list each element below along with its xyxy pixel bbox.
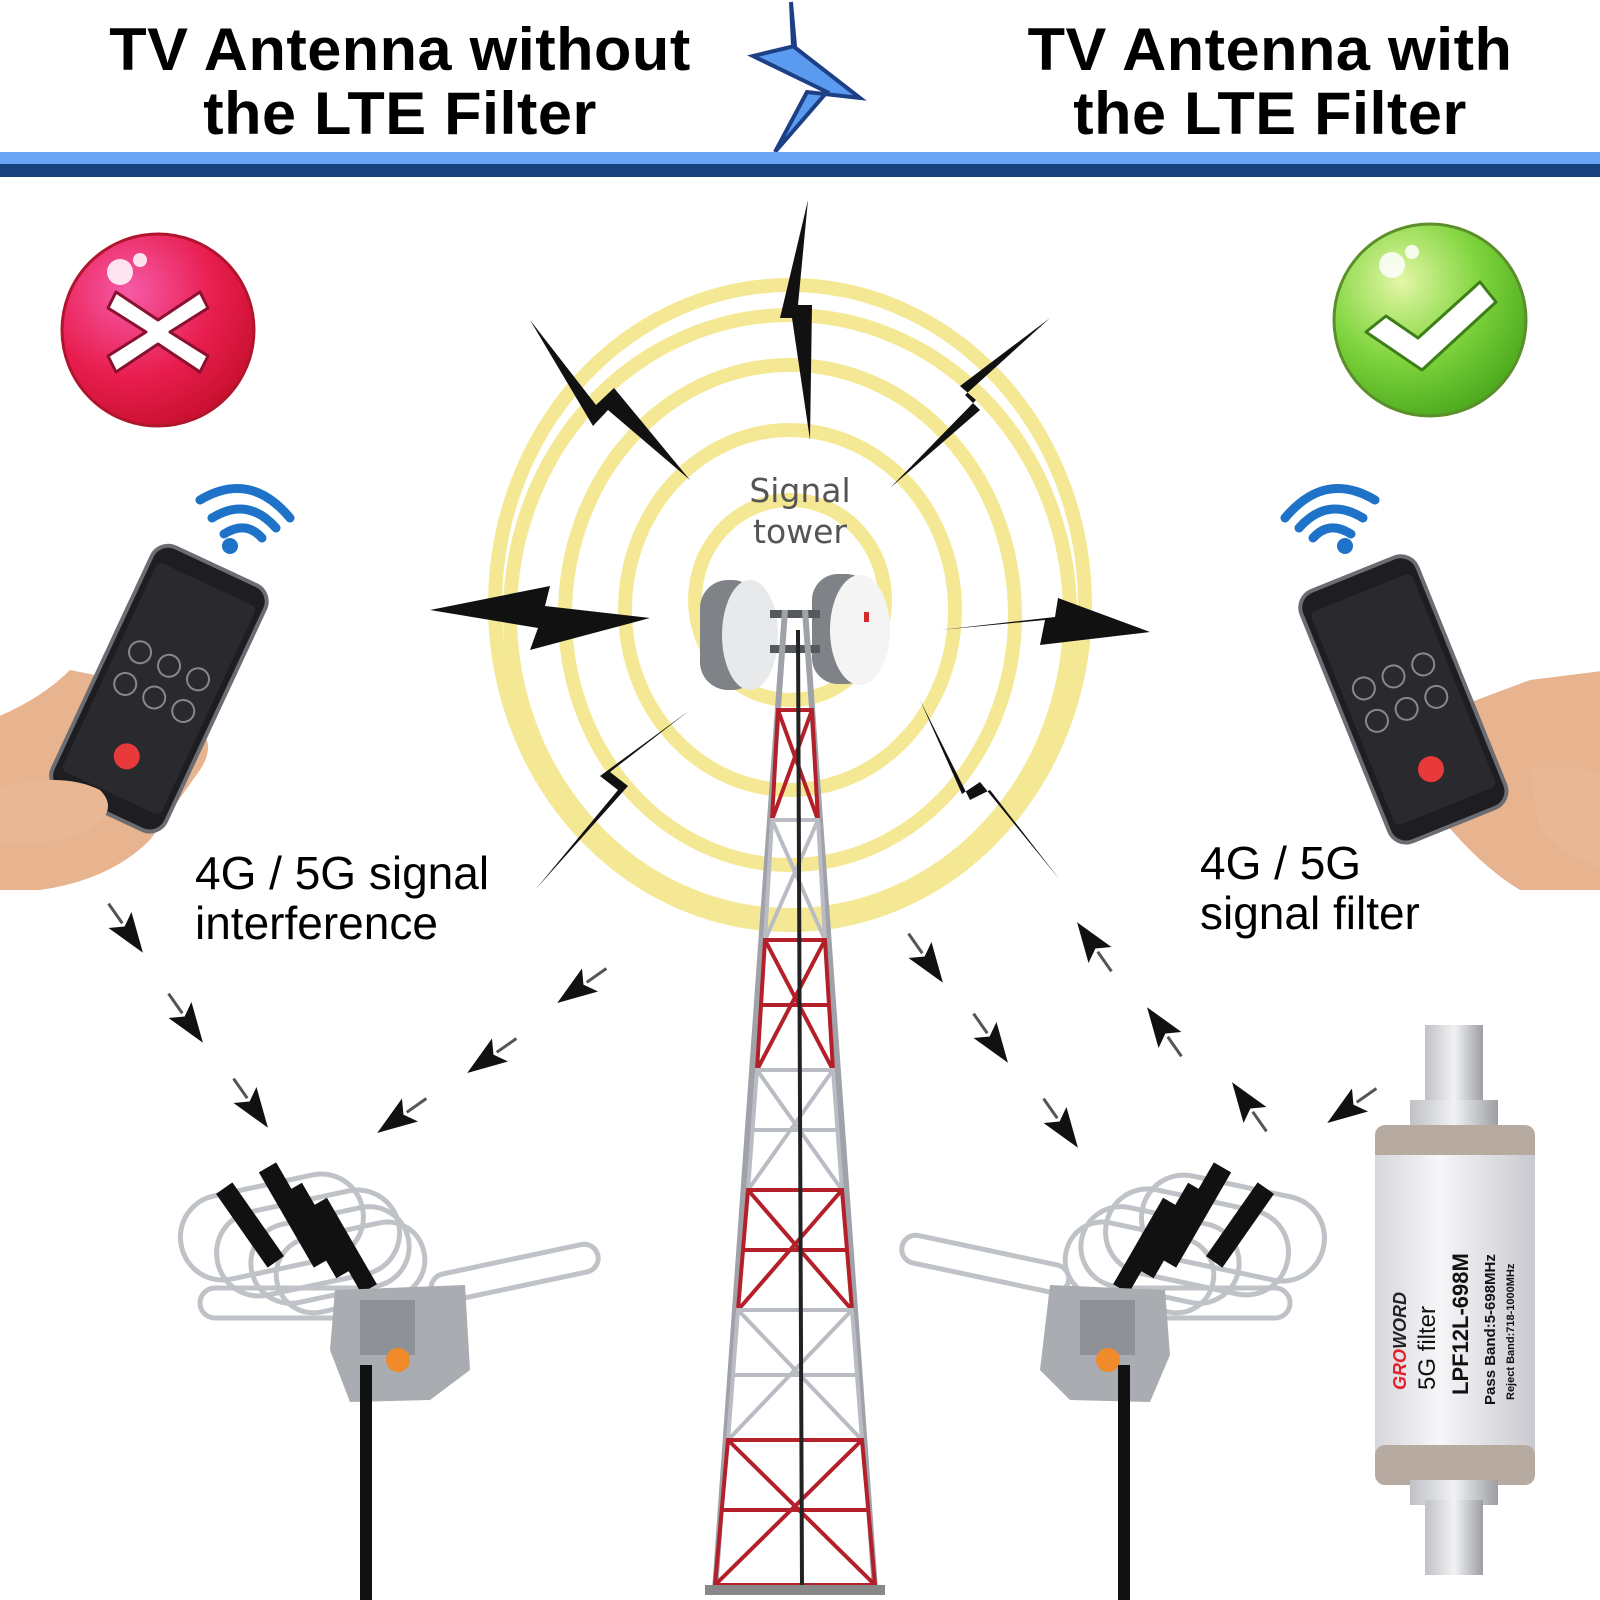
header-band-light: [0, 152, 1600, 164]
filter-caption: 4G / 5G signal filter: [1200, 838, 1420, 938]
header-band-dark: [0, 164, 1600, 177]
red-x-icon: [60, 232, 256, 428]
reject-band-text: Reject Band:718-1000MHz: [1505, 1263, 1517, 1400]
tv-antenna-icon: [899, 1162, 1327, 1600]
green-check-icon: [1332, 222, 1528, 418]
lte-filter-device: GROWORD 5G filter LPF12L-698M Pass Band:…: [1370, 1020, 1545, 1580]
brand-red-text: GRO: [1390, 1348, 1410, 1390]
filter-model-label: LPF12L-698M: [1448, 1253, 1474, 1395]
filter-product-label: 5G filter: [1414, 1306, 1442, 1390]
interference-caption-line1: 4G / 5G signal: [195, 847, 490, 899]
smartphone-icon: [0, 543, 269, 890]
model-text: LPF12L-698M: [1448, 1253, 1473, 1395]
filter-brand: GROWORD: [1390, 1292, 1411, 1390]
lightning-bolt-icon: [530, 320, 690, 480]
tower-label-line2: tower: [753, 512, 847, 551]
filter-caption-line2: signal filter: [1200, 887, 1420, 939]
filter-caption-line1: 4G / 5G: [1200, 837, 1362, 889]
filter-body-icon: [1375, 1025, 1535, 1575]
interference-caption-line2: interference: [195, 897, 438, 949]
left-title: TV Antenna without the LTE Filter: [53, 18, 747, 146]
interference-caption: 4G / 5G signal interference: [195, 848, 489, 948]
wifi-signal-icon: [1280, 483, 1380, 554]
lightning-bolt-icon: [940, 598, 1150, 645]
wifi-signal-icon: [195, 483, 295, 554]
lightning-bolt-icon: [535, 710, 690, 890]
left-title-line2: the LTE Filter: [203, 80, 597, 147]
tv-antenna-icon: [177, 1162, 601, 1600]
right-title-line1: TV Antenna with: [1027, 16, 1513, 83]
signal-tower-icon: [700, 574, 890, 1595]
lightning-bolt-icon: [920, 700, 1060, 880]
smartphone-icon: [1298, 554, 1600, 890]
lightning-bolt-icon: [780, 200, 812, 440]
right-title-line2: the LTE Filter: [1073, 80, 1467, 147]
product-text: 5G filter: [1414, 1305, 1441, 1390]
right-title: TV Antenna with the LTE Filter: [964, 18, 1576, 146]
pass-band-text: Pass Band:5-698MHz: [1482, 1254, 1499, 1405]
signal-tower-label: Signal tower: [700, 470, 900, 552]
tower-label-line1: Signal: [749, 471, 851, 510]
filter-reject-band-label: Reject Band:718-1000MHz: [1505, 1264, 1517, 1400]
filter-pass-band-label: Pass Band:5-698MHz: [1482, 1254, 1499, 1405]
left-title-line1: TV Antenna without: [109, 16, 691, 83]
brand-dark-text: WORD: [1390, 1291, 1410, 1349]
lightning-bolt-icon: [430, 586, 650, 650]
